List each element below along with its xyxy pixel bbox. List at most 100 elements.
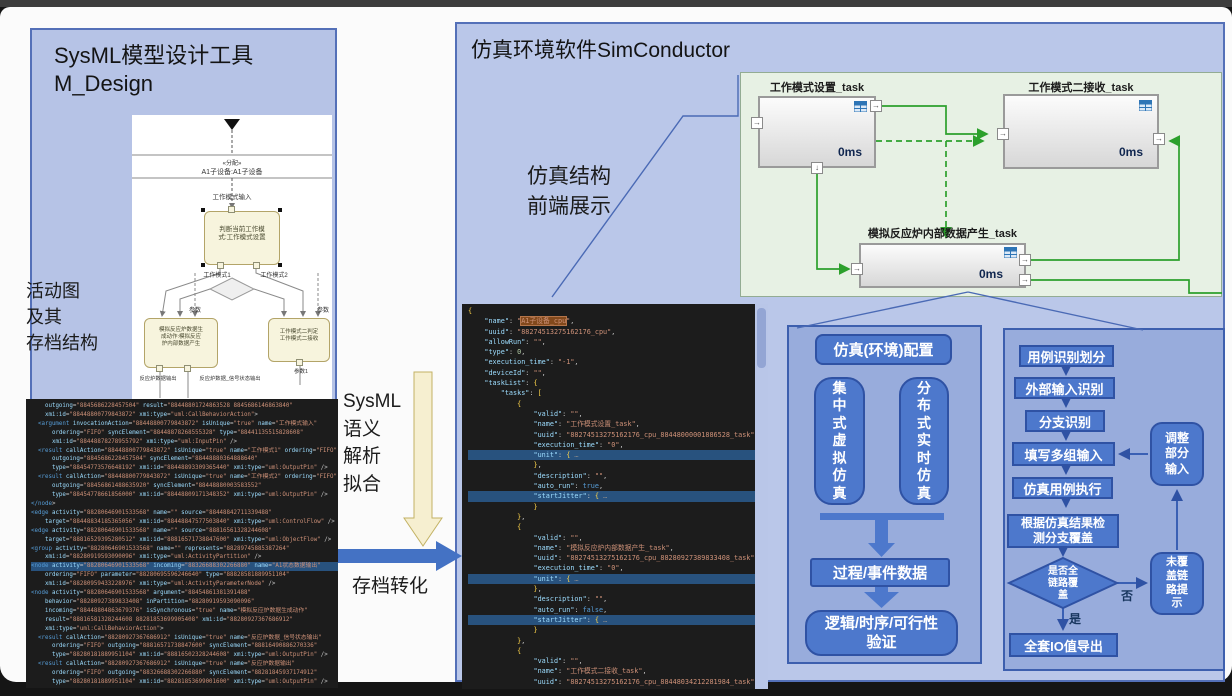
code-line: ordering="FIFO" outgoing="88816571738847…: [51, 643, 318, 650]
code-line: "auto_run": false,: [533, 605, 608, 614]
code-line: <edge activity="88280646901533568" name=…: [31, 527, 272, 534]
output-pin: [253, 262, 260, 269]
code-line: "valid": "",: [533, 657, 583, 666]
taskC-time: 0ms: [979, 267, 1004, 281]
selection-handle: [278, 208, 282, 212]
reactor-signal-out-label: 反应炉数据_信号状态输出: [199, 376, 261, 382]
decision-diamond: [208, 277, 256, 301]
code-line: "unit": { …: [468, 450, 755, 461]
code-line: "type": 0,: [484, 348, 526, 357]
code-line: <argument invocationAction="884488007798…: [37, 420, 318, 427]
code-line: "uuid": "88274513275162176_cpu",: [484, 327, 616, 336]
taskC-out-port2[interactable]: →: [1019, 274, 1031, 286]
json-code[interactable]: { "name": "A1子设备_cpu", "uuid": "88274513…: [462, 304, 755, 689]
coverage-check-box[interactable]: 根据仿真结果检 测分支覆盖: [1007, 514, 1119, 548]
window-top-strip: [0, 0, 1232, 7]
sim-config-flow-panel: 仿真(环境)配置 集 中 式 虚 拟 仿 真 分 布 式 实 时 仿 真 过程/…: [787, 325, 982, 664]
activity-diagram: «分配» A1子设备:A1子设备 工作模式输入 判断当前工作模 式:工作模式设置…: [132, 115, 332, 399]
selection-handle: [278, 263, 282, 267]
code-line: "name": "工作模式设置_task",: [533, 420, 640, 429]
output-pin: [156, 365, 163, 372]
code-line: "description": "",: [533, 471, 608, 480]
multi-input-box[interactable]: 填写多组输入: [1012, 442, 1115, 466]
distributed-realtime-sim-box[interactable]: 分 布 式 实 时 仿 真: [899, 377, 949, 505]
input-pin-label: 工作模式输入: [212, 194, 252, 201]
json-scrollbar-thumb[interactable]: [757, 308, 766, 368]
taskB-label: 工作模式二接收_task: [1028, 82, 1134, 94]
code-line: "name": "工作模式二接收_task",: [533, 667, 647, 676]
param-label: 参数: [188, 308, 201, 314]
code-line: <node activity="88280646901533568" incom…: [31, 562, 338, 572]
decision-label: 是否全 链路覆 盖: [1048, 566, 1078, 601]
adjust-input-box[interactable]: 调整 部分 输入: [1150, 422, 1204, 486]
taskA-bottom-port[interactable]: ↓: [811, 162, 823, 174]
code-line: "startJitter": { …: [468, 614, 755, 626]
code-line: behavior="88280927389833408" inPartition…: [44, 598, 255, 605]
selection-handle: [201, 263, 205, 267]
pin2-label: 工作模式2: [260, 273, 288, 279]
sim-case-run-box[interactable]: 仿真用例执行: [1012, 477, 1113, 499]
branch-identify-box[interactable]: 分支识别: [1025, 410, 1105, 432]
blue-right-arrow: [338, 541, 462, 571]
table-icon: [854, 101, 867, 112]
activity-diagram-lines: [132, 119, 332, 398]
taskB-out-port[interactable]: →: [1153, 133, 1165, 145]
taskB-in-port[interactable]: →: [997, 128, 1009, 140]
centralized-virtual-sim-box[interactable]: 集 中 式 虚 拟 仿 真: [814, 377, 865, 505]
code-line: "taskList": {: [484, 379, 538, 388]
reactor-out-label: 反应炉数据输出: [139, 376, 177, 382]
frontend-display-label: 仿真结构 前端展示: [527, 165, 611, 219]
taskC-label: 模拟反应炉内部数据产生_task: [867, 228, 1018, 240]
process-event-data-box[interactable]: 过程/事件数据: [810, 558, 950, 587]
code-line: },: [517, 512, 526, 521]
sim-env-config-box[interactable]: 仿真(环境)配置: [815, 334, 952, 365]
simconductor-title: 仿真环境软件SimConductor: [471, 39, 731, 62]
taskC-in-port[interactable]: →: [851, 263, 863, 275]
external-input-box[interactable]: 外部输入识别: [1014, 377, 1115, 399]
code-line: outgoing="8845686228457504" syncElement=…: [51, 456, 258, 463]
logic-timing-feasibility-box[interactable]: 逻辑/时序/可行性 验证: [805, 610, 958, 656]
io-export-box[interactable]: 全套IO值导出: [1009, 633, 1118, 657]
code-line: "valid": "",: [533, 533, 583, 542]
initial-node: [224, 119, 240, 130]
taskA-in-port[interactable]: →: [751, 117, 763, 129]
taskA-label: 工作模式设置_task: [769, 82, 865, 94]
output-pin: [296, 359, 303, 366]
code-line: <result callAction="88280927367686912" i…: [37, 634, 322, 641]
taskB-block[interactable]: [1003, 94, 1159, 169]
code-line: type="88454773576648192" xmi:id="8844889…: [51, 465, 328, 472]
json-scrollbar[interactable]: [755, 304, 768, 689]
action-workmode2-recv: 工作模式二判定 工作模式二接收: [268, 318, 330, 362]
yes-label: 是: [1069, 612, 1082, 626]
semantic-parse-label: SysML 语义 解析 拟合: [343, 391, 402, 495]
action-set-workmode: 判断当前工作模 式:工作模式设置: [204, 211, 280, 265]
param1-label: 参数1: [293, 369, 309, 375]
taskC-out-port1[interactable]: →: [1019, 254, 1031, 266]
taskA-time: 0ms: [838, 145, 863, 159]
sim-connectors: [816, 105, 1222, 294]
activity-archive-label: 活动图 及其 存档结构: [26, 281, 98, 354]
code-line: ordering="FIFO" syncElement="88448878268…: [51, 429, 304, 436]
pin1-label: 工作模式1: [203, 273, 231, 279]
code-line: "auto_run": true,: [533, 482, 604, 491]
json-config-editor[interactable]: { "name": "A1子设备_cpu", "uuid": "88274513…: [462, 304, 768, 689]
uncovered-hint-box[interactable]: 未覆 盖链 路提 示: [1150, 552, 1204, 615]
code-line: {: [517, 523, 522, 532]
taskA-out-port[interactable]: →: [870, 100, 882, 112]
action-reactor-datagen: 模拟反应炉数据生 成动作:模拟反应 炉内部数据产生: [144, 318, 218, 368]
code-line: xmi:id="88280959433228976" xmi:type="uml…: [44, 581, 276, 588]
code-line: xmi:id="88280919593090096" xmi:type="uml…: [44, 554, 262, 561]
code-line: incoming="88448804863679376" isSynchrono…: [44, 607, 308, 614]
usecase-split-box[interactable]: 用例识别划分: [1019, 345, 1114, 367]
code-line: {: [468, 307, 473, 315]
code-line: outgoing="8845686228457504" result="8844…: [44, 403, 293, 409]
output-pin: [184, 365, 191, 372]
taskB-time: 0ms: [1119, 145, 1144, 159]
code-line: "uuid": "88274513275162176_cpu_882809273…: [533, 554, 755, 563]
code-line: "startJitter": { …: [468, 491, 755, 502]
xml-archive-editor[interactable]: outgoing="8845686228457504" result="8844…: [26, 399, 338, 688]
code-line: "tasks": [: [500, 389, 542, 398]
taskC-block[interactable]: [859, 243, 1026, 288]
selection-handle: [201, 208, 205, 212]
testcase-flow-panel: 用例识别划分 外部输入识别 分支识别 填写多组输入 仿真用例执行 根据仿真结果检…: [1003, 328, 1225, 671]
